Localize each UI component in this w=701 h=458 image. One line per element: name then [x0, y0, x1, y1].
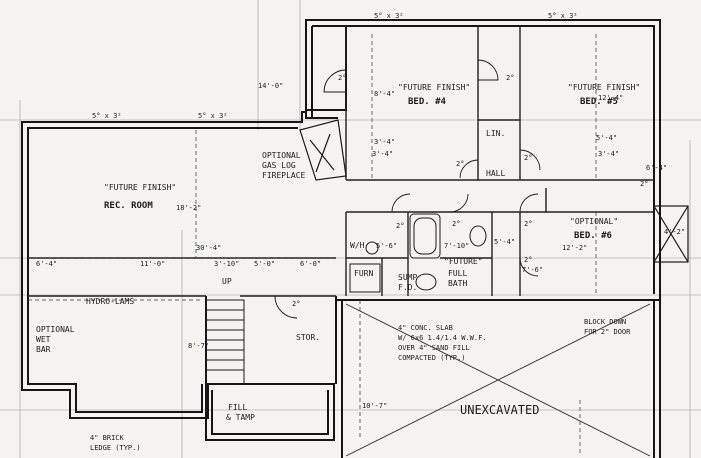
rec-name: REC. ROOM [104, 201, 153, 211]
interior-walls [28, 26, 654, 297]
fireplace-note-2: GAS LOG [262, 161, 296, 170]
dim-23: 10'-7" [362, 402, 387, 410]
bed4-note: "FUTURE FINISH" [398, 83, 470, 92]
wet-bar-1: OPTIONAL [36, 325, 75, 334]
bed5-note: "FUTURE FINISH" [568, 83, 640, 92]
dim-17: 6'-4" [646, 164, 667, 172]
dim-8: 11'-0" [140, 260, 165, 268]
window-callout-2: 5° x 3² [548, 12, 578, 20]
bed5-name: BED. #5 [580, 97, 618, 107]
dim-5: 12'-4" [598, 94, 623, 102]
door-callout-7: 2° [524, 220, 532, 228]
hall-label: HALL [486, 169, 505, 178]
bath-note: "FUTURE" [444, 257, 483, 266]
door-swings [274, 59, 541, 319]
wet-bar-3: BAR [36, 345, 51, 354]
hydro-label: HYDRO-LAMS [86, 297, 134, 306]
dim-18: 4'-2" [664, 228, 685, 236]
fill-label-2: & TAMP [226, 413, 255, 422]
wh-label: W/H [350, 241, 365, 250]
unexcavated-label: UNEXCAVATED [460, 403, 539, 417]
door-callout-3: 2° [456, 160, 464, 168]
block-note-1: BLOCK DOWN [584, 318, 626, 326]
dim-16: 5'-6" [376, 242, 397, 250]
dim-7: 6'-4" [36, 260, 57, 268]
slab-note-1: 4" CONC. SLAB [398, 324, 453, 332]
dim-1: 14'-0" [258, 82, 283, 90]
dim-11: 6'-0" [300, 260, 321, 268]
dim-6: 30'-4" [196, 244, 221, 252]
dim-20: 3'-4" [374, 138, 395, 146]
window-box [653, 205, 689, 263]
dim-12: 7'-10" [444, 242, 469, 250]
furn-label: FURN [354, 269, 373, 278]
stor-label: STOR. [296, 333, 320, 342]
door-callout-1: 2° [338, 74, 346, 82]
door-callout-5: 2° [396, 222, 404, 230]
fireplace [299, 119, 347, 181]
dimension-lines [28, 34, 597, 456]
door-callout-4: 2° [524, 154, 532, 162]
ledge-note-2: LEDGE (TYP.) [90, 444, 141, 452]
fd-label: F.D. [398, 283, 417, 292]
fireplace-note-1: OPTIONAL [262, 151, 301, 160]
rec-note: "FUTURE FINISH" [104, 183, 176, 192]
door-callout-2: 2° [506, 74, 514, 82]
unexcavated-cross [345, 303, 651, 457]
exterior-walls [21, 19, 661, 458]
door-callout-6: 2° [452, 220, 460, 228]
sump-label: SUMP [398, 273, 417, 282]
dim-22: 8'-7" [188, 342, 209, 350]
dim-14: 12'-2" [562, 244, 587, 252]
window-callout-4: 5° x 3² [198, 112, 228, 120]
dim-19: 18'-2" [176, 204, 201, 212]
fill-label-1: FILL [228, 403, 247, 412]
door-callout-9: 2° [524, 256, 532, 264]
dim-3: 3'-4" [372, 150, 393, 158]
bed4-name: BED. #4 [408, 97, 447, 107]
bath-name-1: FULL [448, 269, 467, 278]
dim-2: 8'-4" [374, 90, 395, 98]
block-note-2: FOR 2" DOOR [584, 328, 631, 336]
fireplace-note-3: FIREPLACE [262, 171, 306, 180]
window-callout-1: 5° x 3² [374, 12, 404, 20]
window-callout-3: 5° x 3² [92, 112, 122, 120]
stairs [205, 299, 245, 385]
linen-label: LIN. [486, 129, 505, 138]
bath-name-2: BATH [448, 279, 467, 288]
dim-13: 5'-4" [494, 238, 515, 246]
door-callout-10: 2° [640, 180, 648, 188]
up-label: UP [222, 277, 232, 286]
dim-21: 5'-4" [596, 134, 617, 142]
door-callout-8: 2° [292, 300, 300, 308]
bed6-name: BED. #6 [574, 231, 612, 241]
slab-note-2: W/ 6x6 1.4/1.4 W.W.F. [398, 334, 487, 342]
bed6-note: "OPTIONAL" [570, 217, 618, 226]
slab-note-3: OVER 4" SAND FILL [398, 344, 470, 352]
bath-fixtures [349, 213, 487, 293]
slab-note-4: COMPACTED (TYP.) [398, 354, 465, 362]
wet-bar-2: WET [36, 335, 51, 344]
dim-10: 5'-0" [254, 260, 275, 268]
dim-4: 3'-4" [598, 150, 619, 158]
ledge-note-1: 4" BRICK [90, 434, 125, 442]
dim-9: 3'-10" [214, 260, 239, 268]
dim-15: 7'-6" [522, 266, 543, 274]
